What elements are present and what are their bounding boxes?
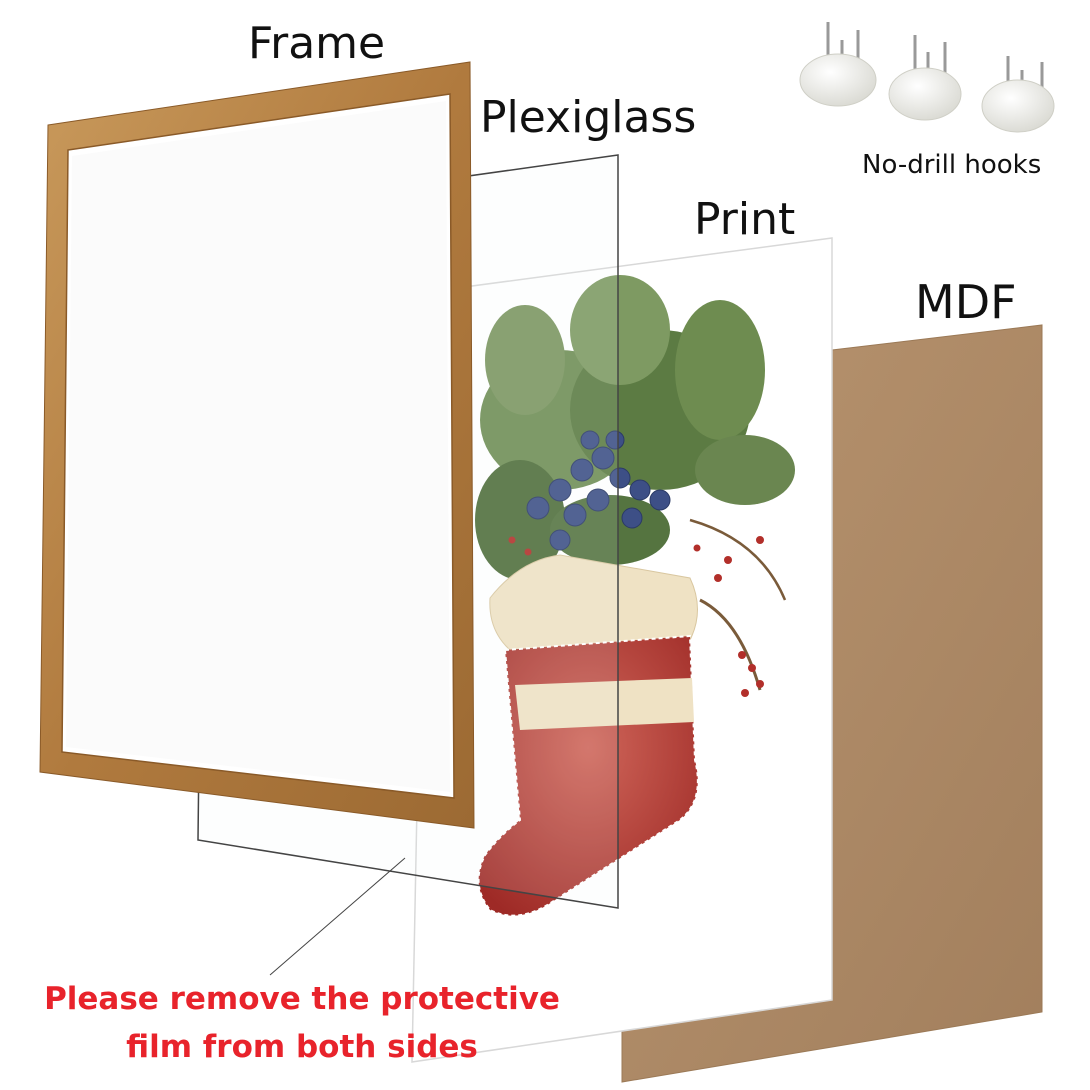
mdf-label: MDF <box>915 275 1017 329</box>
protective-film-notice: Please remove the protective film from b… <box>22 975 582 1071</box>
hook-3 <box>981 56 1055 133</box>
hook-2 <box>888 35 962 121</box>
stocking-stripe <box>515 678 694 730</box>
notice-line-2: film from both sides <box>126 1029 478 1065</box>
hook-1 <box>799 22 877 107</box>
stocking-illustration <box>475 275 795 917</box>
frame-label: Frame <box>248 18 386 69</box>
foliage <box>475 275 795 691</box>
print-label: Print <box>694 194 796 245</box>
picture-frame <box>39 61 475 829</box>
notice-pointer-line <box>269 857 406 976</box>
red-berries <box>508 536 764 697</box>
plexiglass-label: Plexiglass <box>480 92 697 143</box>
stocking-cuff <box>489 554 698 651</box>
no-drill-hooks <box>799 22 1055 133</box>
notice-line-1: Please remove the protective <box>44 981 560 1017</box>
hooks-label: No-drill hooks <box>862 150 1042 180</box>
blue-berries <box>526 430 671 551</box>
